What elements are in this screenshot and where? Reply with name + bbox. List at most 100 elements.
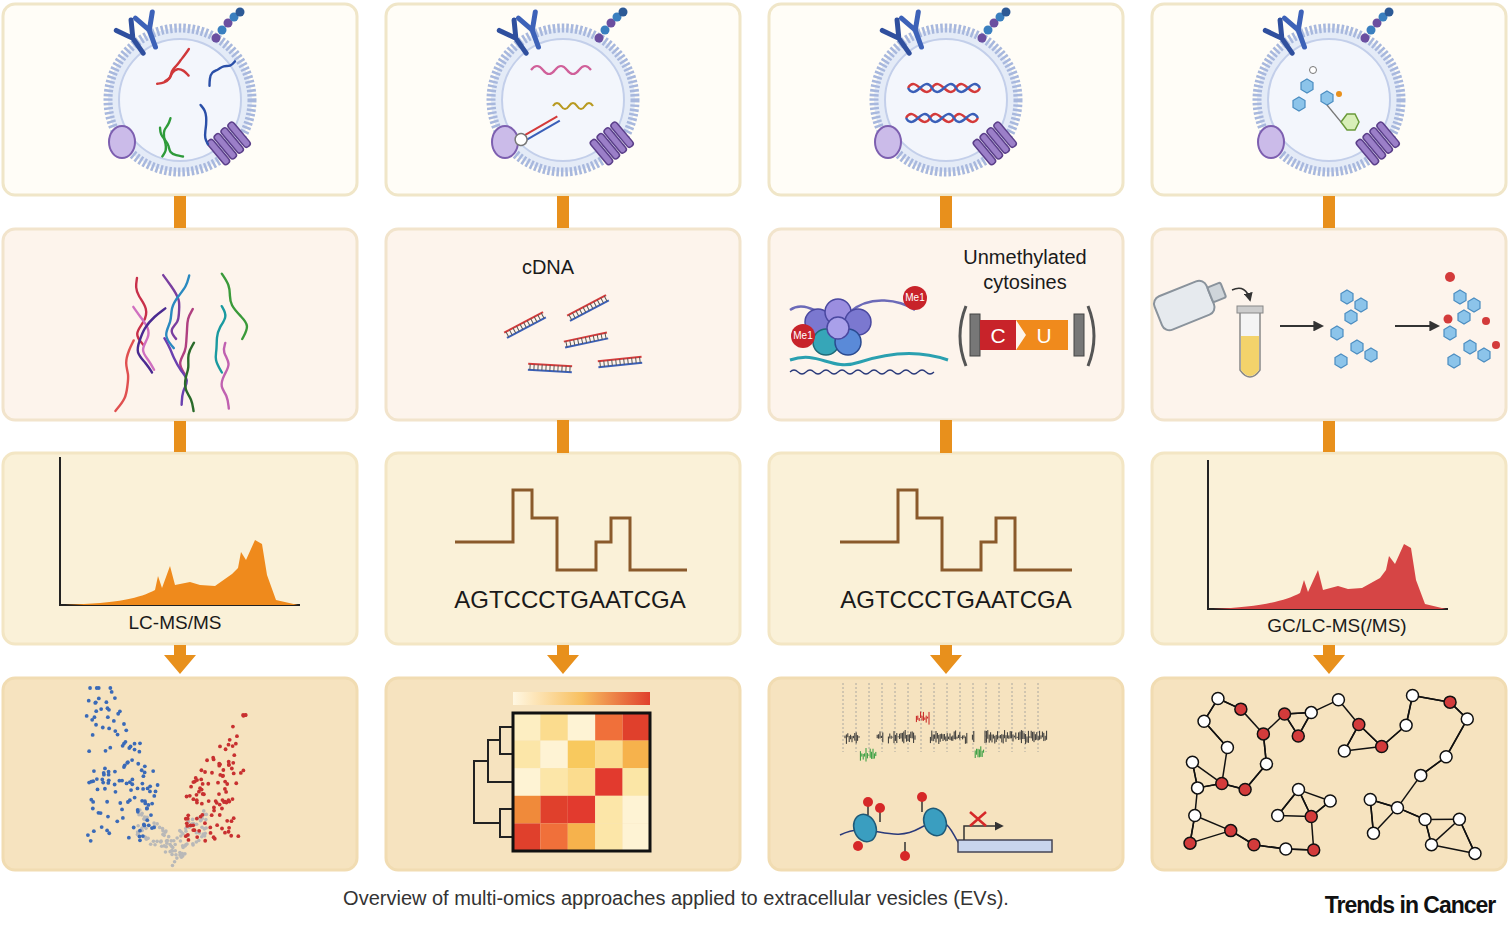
volcano-plot xyxy=(154,789,158,793)
copy-number-plot xyxy=(1032,732,1033,741)
volcano-plot xyxy=(232,772,236,776)
copy-number-plot xyxy=(1011,731,1012,738)
methyl-mark: Me1 xyxy=(905,293,924,303)
panel-row-3 xyxy=(769,453,1123,644)
volcano-plot xyxy=(210,813,214,817)
panel-row-2 xyxy=(769,229,1123,420)
volcano-plot xyxy=(175,856,179,860)
network-graph xyxy=(1305,811,1317,823)
volcano-plot xyxy=(103,767,107,771)
volcano-plot xyxy=(132,826,136,830)
bisulfite-conversion xyxy=(960,306,1094,366)
copy-number-plot xyxy=(868,755,869,756)
copy-number-plot xyxy=(1027,737,1028,743)
network-graph xyxy=(1192,782,1204,794)
copy-number-plot xyxy=(966,733,967,743)
copy-number-plot xyxy=(1038,683,1039,752)
volcano-plot xyxy=(203,821,207,825)
copy-number-plot xyxy=(888,737,889,744)
chromatogram xyxy=(1213,544,1446,609)
sample-prep xyxy=(1458,310,1470,324)
volcano-plot xyxy=(189,824,193,828)
base-letter: C xyxy=(990,325,1005,346)
gene-silencing xyxy=(964,826,1002,840)
volcano-plot xyxy=(145,818,149,822)
copy-number-plot xyxy=(873,749,874,759)
heatmap xyxy=(595,741,622,769)
copy-number-plot xyxy=(940,734,941,742)
heatmap xyxy=(513,741,540,769)
volcano-plot xyxy=(106,715,110,719)
sample-prep xyxy=(1444,326,1456,340)
heatmap xyxy=(513,796,540,824)
volcano-plot xyxy=(202,809,206,813)
volcano-plot xyxy=(170,853,174,857)
network-graph xyxy=(1444,696,1456,708)
copy-number-plot xyxy=(943,734,944,741)
volcano-plot xyxy=(129,788,133,792)
chromatogram xyxy=(65,540,298,605)
copy-number-plot xyxy=(1018,732,1019,740)
volcano-plot xyxy=(234,742,238,746)
process-box: AGTCCCTGAATCGA xyxy=(386,453,740,644)
cdna-strands xyxy=(528,364,572,372)
rna-cargo xyxy=(513,113,561,148)
nucleosome xyxy=(790,370,934,374)
volcano-plot xyxy=(140,782,144,786)
copy-number-plot xyxy=(962,736,963,740)
copy-number-plot xyxy=(954,731,955,739)
volcano-plot xyxy=(100,825,104,829)
volcano-plot xyxy=(167,835,171,839)
protein-cargo xyxy=(160,128,183,157)
copy-number-plot xyxy=(856,732,857,743)
volcano-plot xyxy=(136,787,140,791)
sample-prep xyxy=(1152,272,1500,377)
copy-number-plot xyxy=(1036,732,1037,740)
volcano-plot xyxy=(92,829,96,833)
sample-prep xyxy=(1464,340,1476,354)
panel-row-2 xyxy=(1152,229,1506,420)
volcano-plot xyxy=(133,748,137,752)
peptides xyxy=(222,343,229,409)
copy-number-plot xyxy=(1008,735,1009,738)
rna-cargo xyxy=(531,66,591,74)
flow-connector xyxy=(940,420,952,453)
copy-number-plot xyxy=(986,731,987,743)
copy-number-plot xyxy=(1003,735,1004,744)
volcano-plot xyxy=(162,844,166,848)
copy-number-plot xyxy=(930,737,931,743)
network-graph xyxy=(1338,745,1350,757)
volcano-plot xyxy=(181,844,185,848)
volcano-plot xyxy=(212,809,216,813)
volcano-plot xyxy=(143,764,147,768)
volcano-plot xyxy=(113,770,117,774)
copy-number-plot xyxy=(910,732,911,738)
copy-number-plot xyxy=(895,683,896,752)
rna-cargo xyxy=(523,116,558,136)
cdna-strands xyxy=(504,312,546,338)
copy-number-plot xyxy=(877,735,878,738)
copy-number-plot xyxy=(899,734,900,739)
panel-row-2 xyxy=(3,229,1506,420)
copy-number-plot xyxy=(905,730,906,739)
vesicle xyxy=(874,8,1018,173)
network-graph xyxy=(1272,809,1284,821)
volcano-plot xyxy=(155,822,159,826)
volcano-plot xyxy=(186,817,190,821)
volcano-plot xyxy=(110,690,114,694)
sample-prep xyxy=(1331,290,1377,368)
flow-bar xyxy=(174,196,186,228)
copy-number-plot xyxy=(912,731,913,738)
copy-number-plot xyxy=(959,732,960,739)
volcano-plot xyxy=(102,773,106,777)
gene-silencing xyxy=(850,811,880,845)
volcano-plot xyxy=(103,787,107,791)
volcano-plot xyxy=(113,729,117,733)
sequence-trace xyxy=(455,490,687,570)
network-graph xyxy=(1257,728,1269,740)
panel-row-1 xyxy=(386,4,740,195)
peptides xyxy=(164,338,186,405)
volcano-plot xyxy=(185,842,189,846)
heatmap xyxy=(540,713,567,741)
